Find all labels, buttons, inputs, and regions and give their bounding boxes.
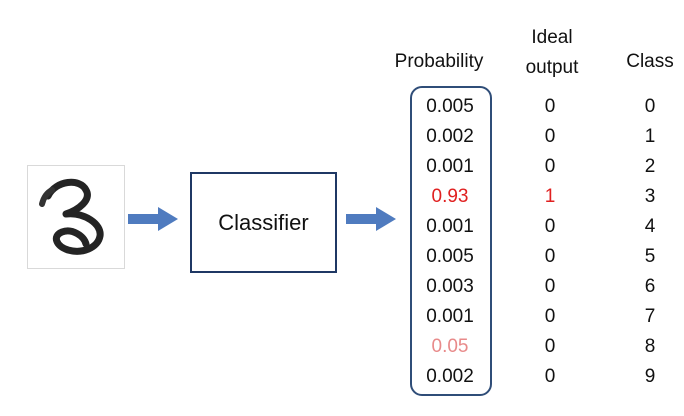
probability-cell: 0.005 [426, 96, 474, 117]
probability-cell: 0.93 [431, 186, 469, 207]
header-class: Class [626, 51, 674, 72]
ideal-output-cell: 0 [544, 276, 556, 297]
probability-cell: 0.005 [426, 246, 474, 267]
class-cell: 3 [644, 186, 656, 207]
header-ideal-line1: Ideal [531, 27, 573, 48]
classifier-label: Classifier [218, 209, 309, 235]
class-cell: 6 [644, 276, 656, 297]
ideal-output-cell: 1 [544, 186, 556, 207]
class-cell: 9 [644, 366, 656, 387]
probability-cell: 0.001 [426, 156, 474, 177]
input-digit-image [27, 165, 125, 269]
probability-cell: 0.05 [431, 336, 469, 357]
classifier-box: Classifier [190, 172, 337, 273]
handwritten-digit-3-icon [39, 178, 104, 255]
probability-cell: 0.001 [426, 216, 474, 237]
ideal-output-cell: 0 [544, 306, 556, 327]
probability-column-outline [410, 86, 492, 396]
class-cell: 4 [644, 216, 656, 237]
ideal-output-cell: 0 [544, 126, 556, 147]
class-cell: 7 [644, 306, 656, 327]
ideal-output-cell: 0 [544, 246, 556, 267]
ideal-output-cell: 0 [544, 96, 556, 117]
probability-cell: 0.001 [426, 306, 474, 327]
ideal-output-cell: 0 [544, 156, 556, 177]
probability-cell: 0.003 [426, 276, 474, 297]
class-cell: 0 [644, 96, 656, 117]
class-cell: 5 [644, 246, 656, 267]
header-ideal-line2: output [525, 57, 579, 78]
ideal-output-cell: 0 [544, 366, 556, 387]
class-cell: 8 [644, 336, 656, 357]
header-probability: Probability [394, 51, 484, 72]
probability-cell: 0.002 [426, 126, 474, 147]
ideal-output-cell: 0 [544, 336, 556, 357]
class-cell: 1 [644, 126, 656, 147]
ideal-output-cell: 0 [544, 216, 556, 237]
arrow-to-output-icon [346, 207, 396, 231]
probability-cell: 0.002 [426, 366, 474, 387]
class-cell: 2 [644, 156, 656, 177]
arrow-to-classifier-icon [128, 207, 178, 231]
